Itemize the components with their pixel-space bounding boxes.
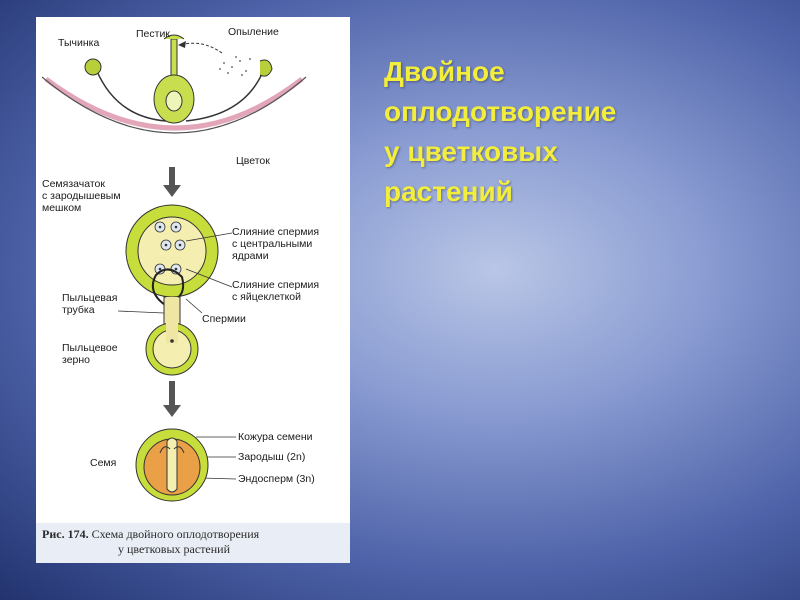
stamen-anther-icon	[84, 58, 102, 76]
label-sperms: Спермии	[202, 313, 246, 325]
label-pollen-tube-line2: трубка	[62, 304, 95, 316]
label-fusion-central-line2: с центральными	[232, 238, 313, 250]
pistil-style	[170, 38, 178, 80]
label-pollen-tube-line1: Пыльцевая	[62, 292, 118, 304]
label-pollen-grain-line1: Пыльцевое	[62, 342, 118, 354]
arrow-2-head	[163, 405, 181, 417]
label-flower: Цветок	[236, 155, 270, 167]
pollination-arrow	[179, 42, 223, 54]
label-ovule-line3: мешком	[42, 202, 82, 214]
slide-title-line2: оплодотворение	[384, 96, 617, 127]
label-ovule: Семязачаток с зародышевым мешком	[42, 178, 121, 214]
label-fusion-central-line1: Слияние спермия	[232, 226, 320, 238]
arrow-1-head	[163, 185, 181, 197]
pollen-dots	[219, 56, 251, 76]
slide-title-line4: растений	[384, 176, 513, 207]
caption-text-line2: у цветковых растений	[118, 542, 231, 556]
ovary-ovule	[165, 90, 183, 112]
label-fusion-egg: Слияние спермия с яйцеклеткой	[232, 279, 319, 303]
stamen-filament-right	[185, 68, 265, 122]
label-pollen-grain-line2: зерно	[62, 354, 91, 366]
pollen-tube-curl	[152, 268, 185, 308]
seed-embryo	[166, 437, 178, 493]
label-pollen-grain: Пыльцевое зерно	[62, 342, 118, 366]
pistil-stigma	[163, 34, 185, 40]
label-pollination: Опыление	[228, 26, 279, 38]
arrow-2-shaft	[169, 381, 175, 405]
label-embryo: Зародыш (2n)	[238, 451, 306, 463]
label-fusion-central: Слияние спермия с центральными ядрами	[232, 226, 319, 262]
figure-caption: Рис. 174. Схема двойного оплодотворения …	[36, 523, 350, 563]
pollination-arrowhead	[178, 41, 186, 48]
label-pistil: Пестик	[136, 28, 170, 40]
arrow-1-shaft	[169, 167, 175, 185]
figure-panel: Тычинка Пестик Опыление Цветок Семязачат…	[36, 17, 350, 563]
label-fusion-egg-line2: с яйцеклеткой	[232, 291, 302, 303]
label-seed-coat: Кожура семени	[238, 431, 313, 443]
label-ovule-line1: Семязачаток	[42, 178, 105, 190]
caption-number: Рис. 174.	[42, 527, 89, 541]
stamen-filament	[95, 68, 167, 122]
caption-text-line1: Схема двойного оплодотворения	[91, 527, 260, 541]
label-ovule-line2: с зародышевым	[42, 190, 121, 202]
label-endosperm: Эндосперм (3n)	[238, 473, 315, 485]
embryo-cotyledons	[159, 446, 185, 454]
nuclei-dots	[158, 225, 182, 271]
slide-title-line3: у цветковых	[384, 136, 558, 167]
label-seed: Семя	[90, 457, 117, 469]
pollen-nucleus	[170, 339, 174, 343]
flower-receptacle-arc	[44, 77, 304, 131]
double-fertilization-diagram	[41, 34, 307, 502]
flower-receptacle-arc-outline	[41, 76, 307, 134]
label-pollen-tube: Пыльцевая трубка	[62, 292, 117, 316]
caption-line1: Рис. 174. Схема двойного оплодотворения	[42, 527, 344, 542]
label-fusion-central-line3: ядрами	[232, 250, 269, 262]
slide-title: Двойное оплодотворение у цветковых расте…	[384, 52, 744, 212]
label-fusion-egg-line1: Слияние спермия	[232, 279, 320, 291]
pollen-tube-inner	[166, 297, 178, 343]
pollen-anther-icon	[259, 59, 273, 77]
label-stamen: Тычинка	[58, 37, 100, 49]
slide-title-line1: Двойное	[384, 56, 505, 87]
